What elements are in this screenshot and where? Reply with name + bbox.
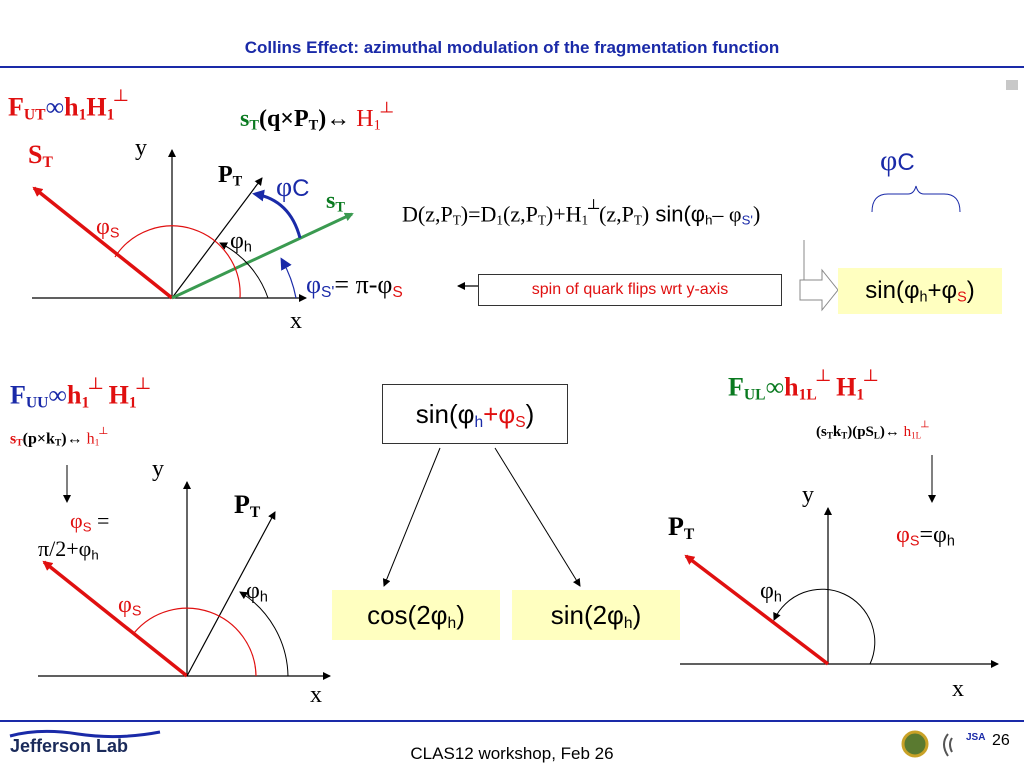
fragmentation-formula: D(z,PT)=D1(z,PT)+H1┴(z,PT) sin(φh– φS') xyxy=(402,200,761,228)
jefferson-lab-logo: Jefferson Lab xyxy=(10,736,129,756)
top-st-vector xyxy=(32,186,174,300)
right-phih-arc xyxy=(773,588,876,665)
cos2-box: cos(2φh) xyxy=(332,590,500,640)
right-phis-eq: φS=φh xyxy=(896,522,955,550)
top-phis-arc xyxy=(114,225,241,299)
top-st-label: ST xyxy=(28,140,53,171)
mid-sin-box: sin(φh+φS) xyxy=(382,384,568,444)
top-pt-label: PT xyxy=(218,162,243,190)
top-phic-brace xyxy=(871,185,961,213)
slide-title: Collins Effect: azimuthal modulation of … xyxy=(244,38,780,57)
top-phic-arc xyxy=(252,189,302,239)
spin-flip-note: spin of quark flips wrt y-axis xyxy=(478,274,782,306)
left-phih-label: φh xyxy=(246,578,268,606)
top-phic-label: φC xyxy=(276,172,310,203)
left-phis-arc xyxy=(133,607,257,677)
footer-center-text: CLAS12 workshop, Feb 26 xyxy=(410,744,614,763)
jsa-logo-icon xyxy=(943,733,953,757)
jlab-logo-swoosh xyxy=(9,729,161,739)
doe-seal-icon xyxy=(901,730,929,758)
page-number: 26 xyxy=(992,732,1010,749)
left-f-uu-label: FUU∞h1┴ H1┴ xyxy=(10,378,150,412)
top-sT-label: sT xyxy=(326,188,345,216)
right-relation: (sTkT)(pSL)↔ h1L┴ xyxy=(816,422,929,441)
corner-marker xyxy=(1006,80,1018,90)
top-relation: sT(q×PT)↔ H1┴ xyxy=(240,102,393,134)
top-f-ut-label: FUT∞h1H1┴ xyxy=(8,90,128,124)
top-big-arrow xyxy=(799,268,839,312)
left-phis-vector xyxy=(42,560,189,678)
top-phis-prime-eq: φS'= π-φS xyxy=(306,270,403,301)
top-sin-box: sin(φh+φS) xyxy=(838,268,1002,314)
right-diagram xyxy=(680,455,999,668)
right-phih-label: φh xyxy=(760,578,782,606)
mid-right-arrow xyxy=(494,447,581,587)
top-y-label: y xyxy=(135,135,147,161)
left-pt-vector xyxy=(186,511,276,677)
top-phih-label: φh xyxy=(230,228,252,256)
left-phis-eq-line2: π/2+φh xyxy=(38,536,99,563)
left-phis-label: φS xyxy=(118,592,142,620)
mid-left-arrow xyxy=(382,447,441,587)
top-diagram xyxy=(32,149,961,312)
left-relation: sT(p×kT)↔ h1┴ xyxy=(10,428,108,449)
left-phis-eq-line1: φS = xyxy=(70,508,110,535)
left-y-label: y xyxy=(152,456,164,482)
left-pt-label: PT xyxy=(234,490,261,521)
right-pt-label: PT xyxy=(668,512,695,543)
right-y-label: y xyxy=(802,482,814,508)
right-pt-vector xyxy=(684,554,830,666)
top-x-label: x xyxy=(290,308,302,334)
sin2-box: sin(2φh) xyxy=(512,590,680,640)
top-phis-prime-arc xyxy=(280,257,297,299)
right-f-ul-label: FUL∞h1L┴ H1┴ xyxy=(728,370,878,404)
jsa-logo-text: JSA xyxy=(966,732,986,743)
title-divider xyxy=(0,66,1024,68)
left-phih-arc xyxy=(239,591,289,677)
top-pt-vector xyxy=(171,177,263,299)
left-diagram xyxy=(38,465,331,680)
top-phih-arc xyxy=(219,242,269,299)
top-phic-brace-label: φC xyxy=(880,144,915,177)
left-x-label: x xyxy=(310,682,322,708)
right-x-label: x xyxy=(952,676,964,702)
top-sT-vector xyxy=(171,212,354,300)
top-phis-label: φS xyxy=(96,214,120,242)
mid-diagram xyxy=(382,447,581,587)
